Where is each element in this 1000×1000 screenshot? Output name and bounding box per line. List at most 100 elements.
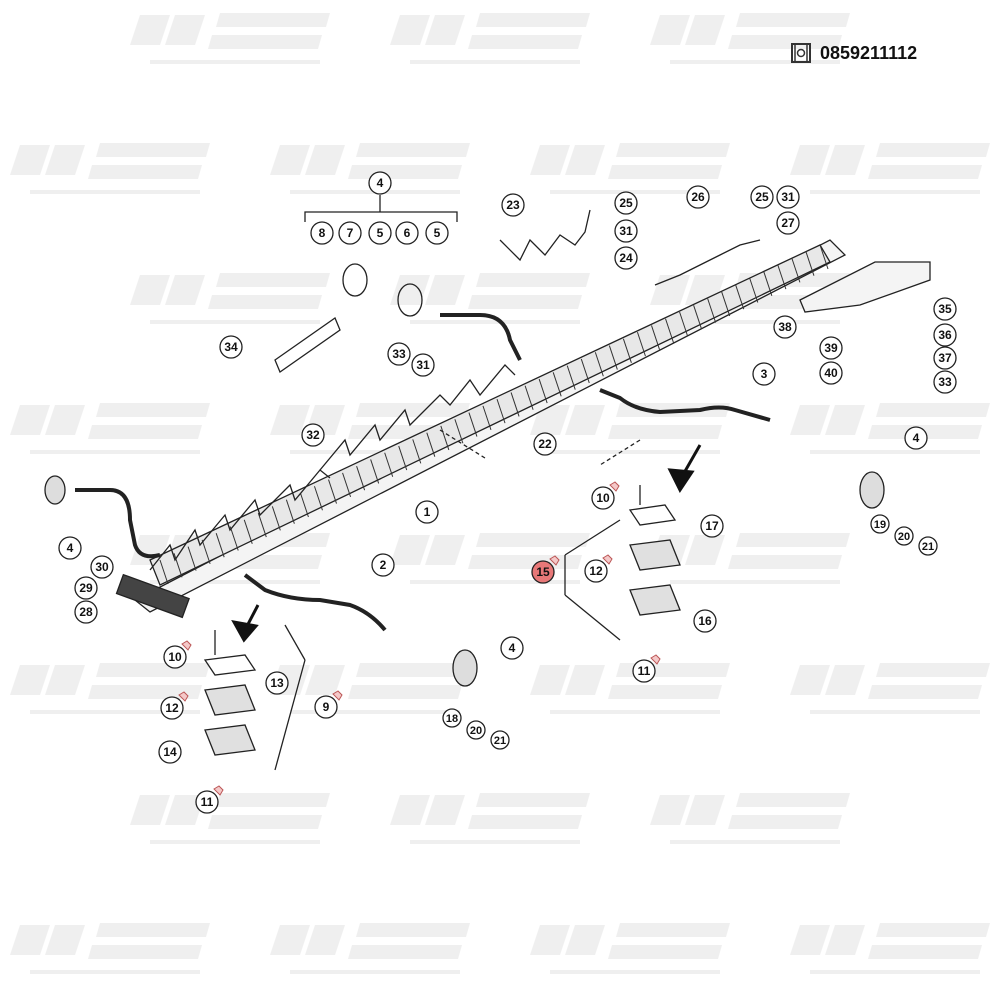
callout-5[interactable]: 5 bbox=[425, 221, 449, 245]
callout-20[interactable]: 20 bbox=[894, 526, 914, 546]
callout-37[interactable]: 37 bbox=[933, 346, 957, 370]
plate-13 bbox=[203, 654, 257, 676]
conveyor-drawing bbox=[44, 195, 931, 771]
flange-5b bbox=[397, 283, 423, 317]
callout-2[interactable]: 2 bbox=[371, 553, 395, 577]
bearing-block-left bbox=[204, 684, 256, 716]
callout-label: 39 bbox=[824, 341, 838, 355]
callout-15[interactable]: 15 bbox=[531, 555, 560, 584]
slat bbox=[679, 311, 689, 337]
callout-circle bbox=[163, 645, 187, 669]
callout-3[interactable]: 3 bbox=[752, 362, 776, 386]
callout-32[interactable]: 32 bbox=[301, 423, 325, 447]
callout-label: 28 bbox=[79, 605, 93, 619]
callout-label: 19 bbox=[874, 519, 886, 531]
callout-14[interactable]: 14 bbox=[158, 740, 182, 764]
callout-26[interactable]: 26 bbox=[686, 185, 710, 209]
callout-label: 11 bbox=[638, 664, 651, 678]
tag-icon bbox=[181, 640, 192, 651]
callout-12[interactable]: 12 bbox=[584, 554, 613, 583]
slat bbox=[510, 392, 520, 417]
callout-30[interactable]: 30 bbox=[90, 555, 114, 579]
callout-circle bbox=[387, 342, 411, 366]
callout-circle bbox=[776, 185, 800, 209]
callout-circle bbox=[411, 353, 435, 377]
callout-16[interactable]: 16 bbox=[693, 609, 717, 633]
callout-10[interactable]: 10 bbox=[163, 640, 192, 669]
callout-29[interactable]: 29 bbox=[74, 576, 98, 600]
slat bbox=[580, 358, 590, 384]
callout-circle bbox=[819, 336, 843, 360]
callout-11[interactable]: 11 bbox=[632, 654, 661, 683]
callout-39[interactable]: 39 bbox=[819, 336, 843, 360]
slat bbox=[819, 244, 829, 270]
callout-28[interactable]: 28 bbox=[74, 600, 98, 624]
callout-31[interactable]: 31 bbox=[776, 185, 800, 209]
callout-label: 29 bbox=[79, 581, 93, 595]
callout-11[interactable]: 11 bbox=[195, 785, 224, 814]
comb-30 bbox=[115, 573, 190, 619]
callout-10[interactable]: 10 bbox=[591, 481, 620, 510]
shaft-2 bbox=[243, 573, 387, 632]
callout-36[interactable]: 36 bbox=[933, 323, 957, 347]
callout-label: 40 bbox=[824, 366, 838, 380]
callout-circle bbox=[904, 426, 928, 450]
callout-35[interactable]: 35 bbox=[933, 297, 957, 321]
callout-25[interactable]: 25 bbox=[614, 191, 638, 215]
callout-19[interactable]: 19 bbox=[870, 514, 890, 534]
callout-label: 31 bbox=[619, 224, 633, 238]
callout-40[interactable]: 40 bbox=[819, 361, 843, 385]
slat bbox=[328, 479, 337, 504]
callout-20[interactable]: 20 bbox=[466, 720, 486, 740]
callout-33[interactable]: 33 bbox=[933, 370, 957, 394]
callout-circle bbox=[490, 730, 510, 750]
callout-label: 38 bbox=[778, 320, 792, 334]
shaft-3 bbox=[599, 388, 771, 422]
callout-circle bbox=[819, 361, 843, 385]
callout-circle bbox=[533, 432, 557, 456]
callout-13[interactable]: 13 bbox=[265, 671, 289, 695]
callout-22[interactable]: 22 bbox=[533, 432, 557, 456]
callout-4[interactable]: 4 bbox=[904, 426, 928, 450]
callout-7[interactable]: 7 bbox=[338, 221, 362, 245]
callout-5[interactable]: 5 bbox=[368, 221, 392, 245]
callout-4[interactable]: 4 bbox=[500, 636, 524, 660]
callout-9[interactable]: 9 bbox=[314, 690, 343, 719]
callout-25[interactable]: 25 bbox=[750, 185, 774, 209]
callout-circle bbox=[531, 560, 555, 584]
callout-34[interactable]: 34 bbox=[219, 335, 243, 359]
callout-21[interactable]: 21 bbox=[490, 730, 510, 750]
callout-17[interactable]: 17 bbox=[700, 514, 724, 538]
callout-6[interactable]: 6 bbox=[395, 221, 419, 245]
callout-4[interactable]: 4 bbox=[58, 536, 82, 560]
callout-circle bbox=[58, 536, 82, 560]
callout-31[interactable]: 31 bbox=[411, 353, 435, 377]
callout-label: 12 bbox=[589, 564, 603, 578]
callout-38[interactable]: 38 bbox=[773, 315, 797, 339]
callout-21[interactable]: 21 bbox=[918, 536, 938, 556]
slat bbox=[482, 405, 492, 431]
callout-23[interactable]: 23 bbox=[501, 193, 525, 217]
shaft-left bbox=[75, 488, 161, 559]
slat bbox=[440, 425, 450, 451]
callout-8[interactable]: 8 bbox=[310, 221, 334, 245]
callout-label: 7 bbox=[347, 226, 354, 240]
callout-label: 10 bbox=[168, 650, 182, 664]
guard-23 bbox=[499, 209, 591, 262]
callout-12[interactable]: 12 bbox=[160, 691, 189, 720]
tag-icon bbox=[549, 555, 560, 566]
callout-label: 4 bbox=[67, 541, 74, 555]
callout-4[interactable]: 4 bbox=[368, 171, 392, 195]
callout-33[interactable]: 33 bbox=[387, 342, 411, 366]
arrow-down-icon bbox=[667, 444, 702, 493]
callout-27[interactable]: 27 bbox=[776, 211, 800, 235]
slat bbox=[285, 499, 295, 524]
slat bbox=[356, 466, 366, 491]
callout-31[interactable]: 31 bbox=[614, 219, 638, 243]
callout-24[interactable]: 24 bbox=[614, 246, 638, 270]
callout-label: 35 bbox=[938, 302, 952, 316]
part-code: 0859211112 bbox=[820, 42, 918, 63]
callout-1[interactable]: 1 bbox=[415, 500, 439, 524]
callout-18[interactable]: 18 bbox=[442, 708, 462, 728]
slat bbox=[271, 506, 281, 531]
